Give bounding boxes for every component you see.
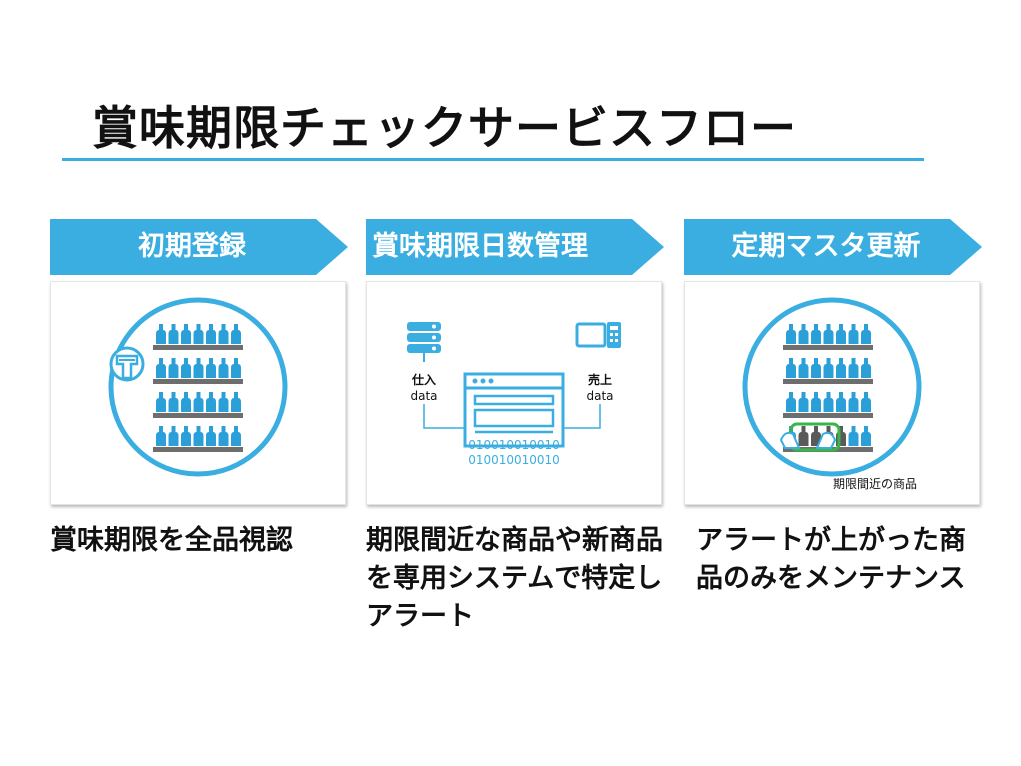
title-underline (62, 158, 924, 161)
chevron-arrow-icon (684, 219, 982, 275)
step-description-3: アラートが上がった商品のみをメンテナンス (696, 525, 966, 594)
right-data-label-1: 売上 (588, 372, 612, 387)
step-panel-3: 期限間近の商品 (684, 281, 980, 505)
left-data-label-2: data (410, 389, 437, 403)
step-header-1: 初期登録 (50, 219, 350, 275)
step-label-1: 初期登録 (138, 231, 246, 262)
step-header-3: 定期マスタ更新 (684, 219, 984, 275)
step-panel-2: 仕入 data 売上 data 010010010010 01001001001… (366, 281, 662, 505)
shelf-icon (153, 324, 243, 452)
hand-pick-icon (779, 431, 837, 449)
near-expiry-note: 期限間近の商品 (833, 476, 917, 491)
left-data-label-1: 仕入 (411, 372, 436, 387)
step-label-2: 賞味期限日数管理 (372, 231, 588, 262)
browser-window-icon (463, 372, 565, 448)
right-data-label-2: data (586, 389, 613, 403)
chevron-arrow-icon (50, 219, 348, 275)
binary-line-2: 010010010010 (468, 453, 560, 467)
step-label-3: 定期マスタ更新 (731, 231, 921, 262)
step-header-2: 賞味期限日数管理 (366, 219, 666, 275)
pos-register-icon (575, 322, 621, 348)
hand-scanner-icon (109, 346, 145, 382)
binary-line-1: 010010010010 (468, 438, 560, 452)
step-description-2: 期限間近な商品や新商品を専用システムで特定しアラート (366, 525, 663, 632)
page-title: 賞味期限チェックサービスフロー (92, 101, 797, 155)
step-panel-1 (50, 281, 346, 505)
chevron-arrow-icon (366, 219, 664, 275)
step-description-1: 賞味期限を全品視認 (50, 525, 293, 556)
server-icon (407, 322, 441, 362)
